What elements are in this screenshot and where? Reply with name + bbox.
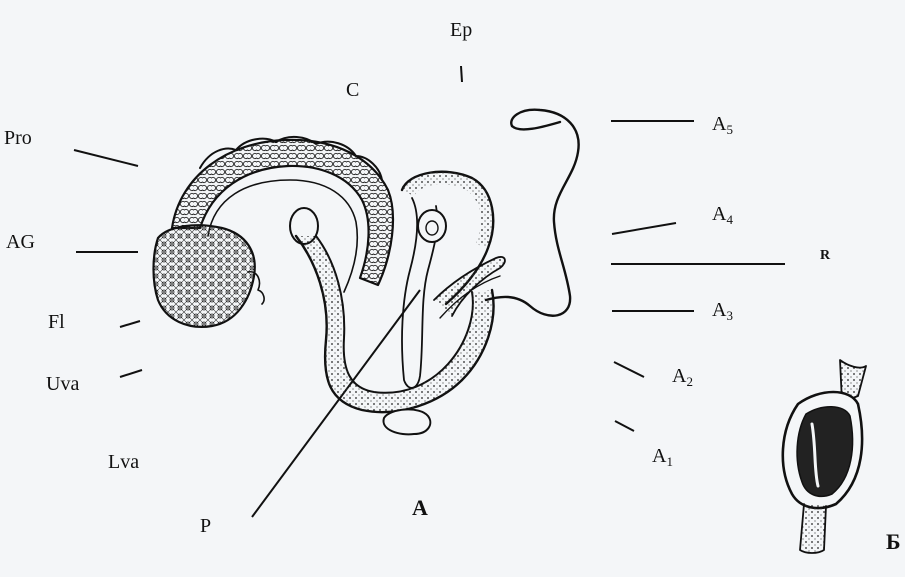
leader-a1 — [615, 421, 634, 431]
base-bulb — [383, 409, 430, 434]
winding-duct — [486, 110, 579, 316]
leader-ep — [461, 66, 462, 82]
leader-uva — [120, 370, 142, 377]
label-uva: Uva — [46, 374, 79, 394]
leader-a4 — [612, 223, 676, 234]
reproductive-system-drawing — [154, 110, 579, 435]
spermatophore-stalk-bottom — [800, 504, 826, 553]
winding-duct-tip — [512, 122, 560, 129]
label-ag: AG — [6, 232, 35, 252]
label-a3: A3 — [712, 300, 733, 326]
label-p: P — [200, 516, 211, 536]
label-fl: Fl — [48, 312, 65, 332]
label-ep: Ep — [450, 20, 472, 40]
label-a5: A5 — [712, 114, 733, 140]
spermatophore-drawing — [783, 360, 866, 553]
leader-fl — [120, 321, 140, 327]
albumen-gland — [154, 225, 255, 327]
label-a4: A4 — [712, 204, 733, 230]
panel-label-b: Б — [886, 532, 901, 552]
label-c: C — [346, 80, 359, 100]
bulb-top — [418, 210, 446, 242]
label-r: R — [820, 246, 830, 266]
label-a1: A1 — [652, 446, 673, 472]
leader-pro — [74, 150, 138, 166]
panel-label-a: А — [412, 498, 428, 518]
label-lva: Lva — [108, 452, 139, 472]
leader-a2 — [614, 362, 644, 377]
label-a2: A2 — [672, 366, 693, 392]
label-pro: Pro — [4, 128, 32, 148]
